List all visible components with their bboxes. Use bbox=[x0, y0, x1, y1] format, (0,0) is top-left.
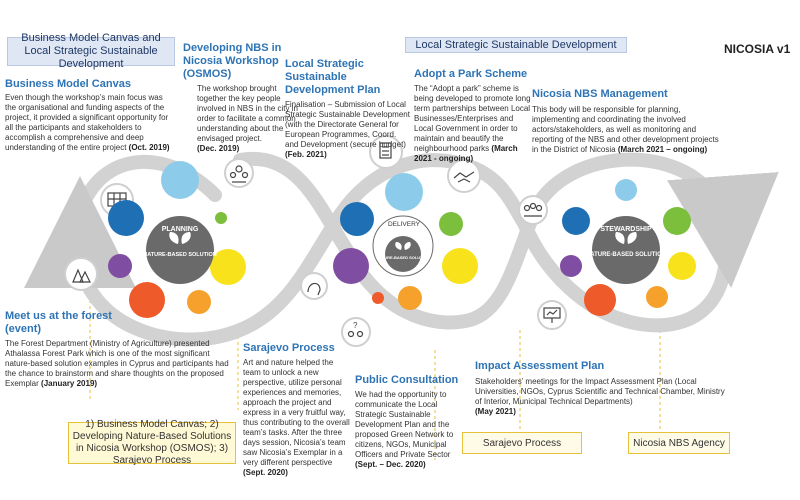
stewardship-sub: NATURE-BASED SOLUTION bbox=[586, 252, 666, 258]
adopt-date: (March 2021 - ongoing) bbox=[414, 144, 518, 163]
sarajevo-body: Art and nature helped the team to unlock… bbox=[243, 358, 350, 467]
nbs-workshop-body: The workshop brought together the key pe… bbox=[197, 84, 298, 143]
forest-block: Meet us at the forest (event) The Forest… bbox=[5, 310, 230, 389]
header-right: Local Strategic Sustainable Development bbox=[405, 37, 627, 53]
stewardship-hub bbox=[560, 179, 696, 316]
mgmt-body: This body will be responsible for planni… bbox=[532, 105, 719, 154]
forest-title: Meet us at the forest (event) bbox=[5, 310, 112, 335]
delivery-label: DELIVERY bbox=[388, 221, 421, 228]
lssdp-body: Finalisation – Submission of Local Strat… bbox=[285, 100, 410, 149]
sarajevo-date: (Sept. 2020) bbox=[243, 468, 288, 477]
group-meeting-icon bbox=[224, 158, 254, 188]
delivery-hub bbox=[333, 173, 478, 310]
planning-sub: NATURE-BASED SOLUTION bbox=[143, 252, 217, 258]
consult-date: (Sept. – Dec. 2020) bbox=[355, 460, 426, 469]
question-people-icon bbox=[341, 317, 371, 347]
nbs-workshop-block: Developing NBS in Nicosia Workshop (OSMO… bbox=[183, 42, 303, 154]
team-people-icon bbox=[518, 195, 548, 225]
mgmt-title: Nicosia NBS Management bbox=[532, 88, 668, 100]
stewardship-label: STEWARDSHIP bbox=[600, 226, 652, 233]
forest-trees-icon bbox=[64, 257, 98, 291]
consult-block: Public Consultation We had the opportuni… bbox=[355, 374, 463, 470]
document-checklist-icon bbox=[369, 135, 403, 169]
adopt-title: Adopt a Park Scheme bbox=[414, 68, 528, 80]
header-left: Business Model Canvas and Local Strategi… bbox=[7, 32, 175, 70]
head-brain-icon bbox=[300, 272, 328, 300]
bmc-block: Business Model Canvas Even though the wo… bbox=[5, 78, 173, 153]
bmc-title: Business Model Canvas bbox=[5, 78, 131, 90]
bottom-box-middle: Sarajevo Process bbox=[462, 432, 582, 454]
impact-title: Impact Assessment Plan bbox=[475, 360, 605, 372]
sarajevo-title: Sarajevo Process bbox=[243, 342, 335, 354]
impact-date: (May 2021) bbox=[475, 407, 516, 416]
leaf-icon bbox=[169, 232, 637, 250]
svg-text:?: ? bbox=[353, 321, 358, 330]
delivery-sub: NATURE-BASED SOLUTION bbox=[376, 255, 430, 260]
bottom-box-left: 1) Business Model Canvas; 2) Developing … bbox=[68, 419, 236, 466]
planning-hub bbox=[108, 161, 246, 318]
document-title: NICOSIA v1 bbox=[724, 42, 791, 56]
mgmt-date: (March 2021 – ongoing) bbox=[617, 145, 708, 154]
bmc-body: Even though the workshop’s main focus wa… bbox=[5, 93, 169, 152]
presentation-chart-icon bbox=[537, 300, 567, 330]
adopt-block: Adopt a Park Scheme The “Adopt a park” s… bbox=[414, 68, 532, 164]
forest-date: (January 2019) bbox=[41, 379, 98, 388]
lssdp-date: (Feb. 2021) bbox=[285, 150, 327, 159]
planning-label: PLANNING bbox=[162, 226, 199, 233]
forest-body: The Forest Department (Ministry of Agric… bbox=[5, 339, 229, 388]
consult-title: Public Consultation bbox=[355, 374, 459, 386]
sarajevo-block: Sarajevo Process Art and nature helped t… bbox=[243, 342, 351, 478]
impact-block: Impact Assessment Plan Stakeholders’ mee… bbox=[475, 360, 730, 417]
impact-body: Stakeholders’ meetings for the Impact As… bbox=[475, 377, 725, 406]
bmc-date: (Oct. 2019) bbox=[128, 143, 170, 152]
adopt-body: The “Adopt a park” scheme is being devel… bbox=[414, 84, 531, 153]
bottom-box-right: Nicosia NBS Agency bbox=[628, 432, 730, 454]
nbs-workshop-date: (Dec. 2019) bbox=[197, 144, 240, 153]
lssdp-block: Local Strategic Sustainable Development … bbox=[285, 58, 410, 160]
nbs-workshop-title: Developing NBS in Nicosia Workshop (OSMO… bbox=[183, 42, 282, 80]
mgmt-block: Nicosia NBS Management This body will be… bbox=[532, 88, 722, 155]
lssdp-title: Local Strategic Sustainable Development … bbox=[285, 58, 381, 96]
consult-body: We had the opportunity to communicate th… bbox=[355, 390, 454, 459]
